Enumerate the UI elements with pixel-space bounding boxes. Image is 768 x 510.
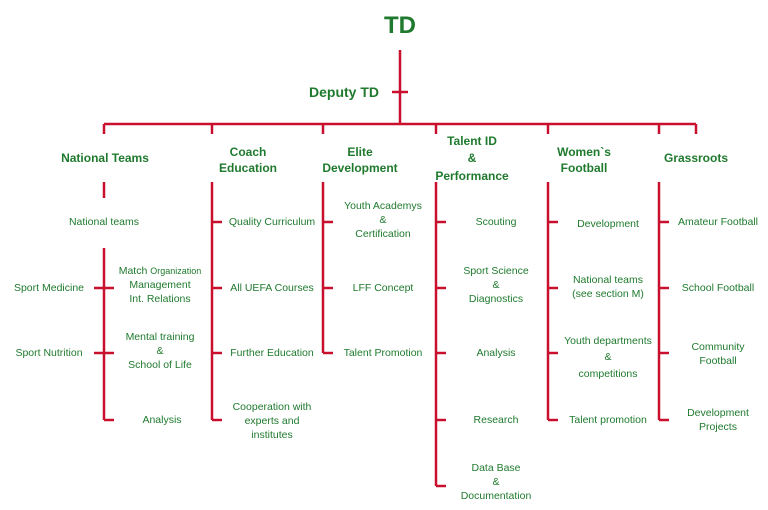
header-womens-football: Women`s Football: [557, 145, 611, 176]
item-talent-promotion-elite: Talent Promotion: [343, 347, 423, 359]
item-analysis-nt: Analysis: [142, 414, 182, 426]
item-lff-concept: LFF Concept: [352, 282, 414, 294]
item-development-wf: Development: [577, 218, 639, 230]
header-national-teams: National Teams: [61, 151, 149, 165]
item-database: Data Base & Documentation: [460, 462, 532, 503]
item-sport-medicine: Sport Medicine: [13, 282, 85, 294]
header-coach-education: Coach Education: [218, 145, 277, 176]
item-school-football: School Football: [681, 282, 755, 294]
item-talent-promotion-wf: Talent promotion: [569, 414, 647, 426]
item-research: Research: [473, 414, 519, 426]
item-quality-curriculum: Quality Curriculum: [228, 216, 316, 228]
item-national-teams: National teams: [68, 216, 140, 228]
item-further-education: Further Education: [230, 347, 314, 359]
item-mental-training: Mental training & School of Life: [125, 331, 195, 372]
item-community-football: Community Football: [691, 341, 745, 368]
header-grassroots: Grassroots: [663, 151, 729, 165]
item-match-organization: Match Organization Management Int. Relat…: [118, 265, 202, 306]
item-national-teams-wf: National teams (see section M): [572, 274, 644, 301]
item-youth-academys: Youth Academys & Certification: [344, 200, 422, 241]
item-uefa-courses: All UEFA Courses: [230, 282, 314, 294]
td-title: TD: [384, 12, 416, 39]
header-talent-id: Talent ID & Performance: [435, 134, 509, 183]
item-amateur-football: Amateur Football: [678, 216, 758, 228]
item-sport-science: Sport Science & Diagnostics: [463, 265, 529, 306]
item-sport-nutrition: Sport Nutrition: [15, 347, 83, 359]
item-analysis-tid: Analysis: [476, 347, 516, 359]
item-cooperation: Cooperation with experts and institutes: [232, 401, 312, 442]
deputy-td-label: Deputy TD: [309, 84, 379, 100]
item-scouting: Scouting: [475, 216, 517, 228]
item-youth-departments: Youth departments & competitions: [564, 335, 652, 380]
header-elite-development: Elite Development: [322, 145, 398, 176]
item-development-projects: Development Projects: [687, 407, 749, 434]
